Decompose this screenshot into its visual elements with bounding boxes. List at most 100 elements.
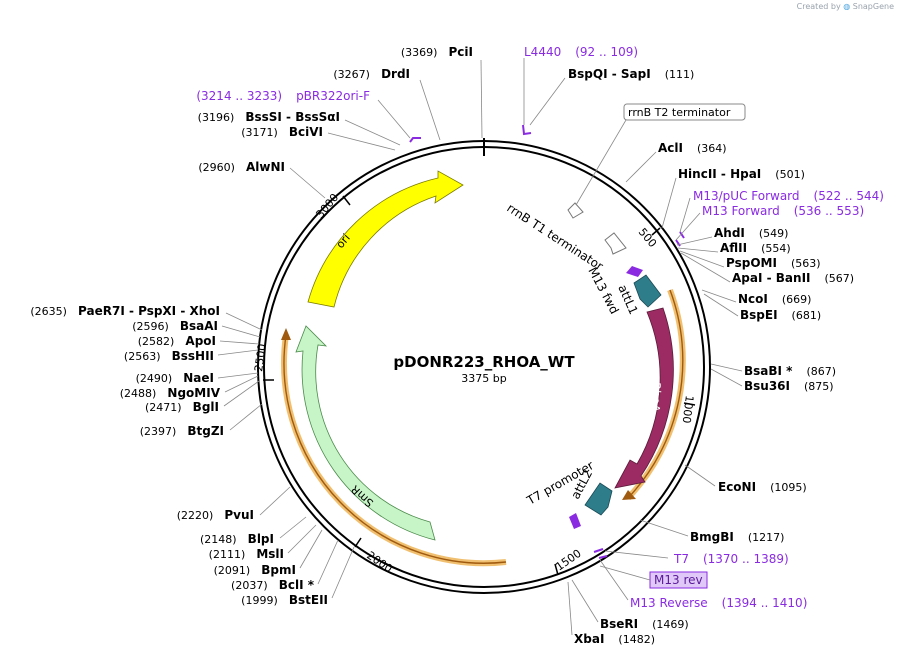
- site-bsshii: BssHII: [172, 349, 214, 363]
- site-apoi: ApoI: [185, 334, 216, 348]
- rhoa-orf-arrowhead: [622, 490, 636, 500]
- site-pcii: PciI: [449, 45, 474, 59]
- site-econi: EcoNI: [718, 480, 756, 494]
- plasmid-name: pDONR223_RHOA_WT: [393, 353, 575, 371]
- primer-l4440: L4440: [524, 45, 561, 59]
- tick-label-2500: 2500: [252, 343, 269, 373]
- feature-m13fwd[interactable]: [626, 266, 643, 277]
- site-pos-bsteii: (1999): [241, 594, 278, 607]
- svg-text:HincII - HpaI(501): HincII - HpaI(501): [678, 167, 805, 181]
- site-ngomiv: NgoMIV: [167, 386, 220, 400]
- svg-text:(3369) PciI: (3369) PciI: [401, 41, 473, 60]
- feature-ori[interactable]: [307, 170, 464, 308]
- coordinate-ticks: [263, 195, 696, 576]
- primer-t7: T7: [673, 552, 689, 566]
- svg-text:(2582) ApoI: (2582) ApoI: [138, 330, 216, 349]
- feature-rrnb-t2[interactable]: [567, 202, 584, 219]
- rrnb-t2-label-box: [623, 103, 746, 121]
- feature-rrnb-t1[interactable]: [604, 232, 627, 255]
- label-m13fwd: M13 fwd: [585, 265, 621, 317]
- svg-text:ApaI - BanII(567): ApaI - BanII(567): [732, 271, 854, 285]
- site-pos-btgzi: (2397): [140, 425, 177, 438]
- site-pos-ncoi: (669): [782, 293, 812, 306]
- primer-markers: [409, 124, 685, 559]
- credit-text: Created by: [796, 2, 841, 11]
- svg-text:(3196) BssSI - BssSαI: (3196) BssSI - BssSαI: [198, 106, 340, 125]
- site-paer7i: PaeR7I - PspXI - XhoI: [78, 304, 220, 318]
- site-ncoi: NcoI: [738, 292, 768, 306]
- site-pos-ahdi: (549): [759, 227, 789, 240]
- feature-rhoa-label: RhoA: [649, 382, 663, 413]
- site-pos-bmgbi: (1217): [748, 531, 785, 544]
- site-bgli: BglI: [193, 400, 219, 414]
- site-pos-ngomiv: (2488): [120, 387, 157, 400]
- svg-text:(2220) PvuI: (2220) PvuI: [177, 504, 254, 523]
- feature-smr[interactable]: [295, 325, 436, 541]
- label-rrnb-t2: rrnB T2 terminator: [628, 106, 731, 119]
- site-alwni: AlwNI: [246, 160, 285, 174]
- svg-text:BseRI(1469): BseRI (1469): [600, 617, 689, 631]
- label-m13rev: M13 rev: [654, 573, 703, 587]
- rhoa-orf-arc-core: [627, 289, 684, 499]
- svg-text:(3171) BciVI: (3171) BciVI: [241, 121, 323, 140]
- site-aflii: AflII: [720, 241, 747, 255]
- primer-m13puc: M13/pUC Forward: [693, 189, 800, 203]
- primers: L4440(92 .. 109) (3214 .. 3233)pBR322ori…: [196, 45, 884, 610]
- feature-t7prom[interactable]: [569, 513, 581, 529]
- smr-orf-arrowhead: [281, 328, 291, 340]
- snapgene-credit: Created by ◍ SnapGene: [797, 2, 894, 11]
- site-hincii: HincII - HpaI: [678, 167, 761, 181]
- svg-text:XbaI(1482): XbaI(1482): [574, 632, 655, 646]
- site-pos-bsssi: (3196): [198, 111, 235, 124]
- svg-text:(1999) BstEII: (1999) BstEII: [241, 589, 328, 608]
- svg-text:(2596) BsaAI: (2596) BsaAI: [132, 315, 218, 334]
- smr-orf-arc-core: [283, 334, 507, 564]
- site-pos-bspei: (681): [792, 309, 822, 322]
- svg-text:(2488) NgoMIV: (2488) NgoMIV: [120, 382, 221, 401]
- svg-text:(2490) NaeI: (2490) NaeI: [136, 367, 214, 386]
- svg-text:PspOMI(563): PspOMI(563): [726, 256, 821, 270]
- site-pos-bsabi: (867): [806, 365, 836, 378]
- svg-text:Bsu36I(875): Bsu36I (875): [744, 379, 834, 393]
- primer-m13rev: M13 Reverse: [630, 596, 708, 610]
- site-drdi: DrdI: [381, 67, 410, 81]
- site-pos-paer7i: (2635): [30, 305, 67, 318]
- sites-right: BspQI - SapI(111) AclI(364) HincII - Hpa…: [529, 67, 854, 646]
- primer-range-m13rev: (1394 .. 1410): [722, 596, 808, 610]
- feature-attl2[interactable]: [584, 482, 613, 516]
- site-ahdi: AhdI: [714, 226, 745, 240]
- site-pos-alwni: (2960): [198, 161, 235, 174]
- svg-text:L4440(92 .. 109): L4440(92 .. 109): [524, 45, 638, 59]
- svg-text:(2397) BtgZI: (2397) BtgZI: [140, 420, 224, 439]
- site-pos-bspqi: (111): [665, 68, 695, 81]
- svg-text:(2635) PaeR7I - PspXI - Xh: (2635) PaeR7I - PspXI - XhoI: [30, 300, 220, 319]
- svg-text:AflII(554): AflII (554): [720, 241, 791, 255]
- svg-text:M13 Forward(536 .. 553): M13 Forward(536 .. 553): [702, 204, 864, 218]
- site-bseri: BseRI: [600, 617, 638, 631]
- site-pos-msli: (2111): [209, 548, 246, 561]
- credit-brand: SnapGene: [852, 2, 894, 11]
- svg-text:AclI(364): AclI(364): [658, 141, 727, 155]
- primer-range-m13fwd: (536 .. 553): [794, 204, 864, 218]
- site-pos-bseri: (1469): [652, 618, 689, 631]
- svg-text:AhdI(549): AhdI (549): [714, 226, 788, 240]
- tick-label-1000: 1000: [680, 395, 696, 424]
- site-bspei: BspEI: [740, 308, 778, 322]
- svg-text:BmgBI(1217): BmgBI(1217): [690, 530, 784, 544]
- site-pos-bgli: (2471): [145, 401, 182, 414]
- site-pos-naei: (2490): [136, 372, 173, 385]
- site-pos-bsu36i: (875): [804, 380, 834, 393]
- site-pos-aflii: (554): [761, 242, 791, 255]
- primer-range-t7: (1370 .. 1389): [703, 552, 789, 566]
- svg-text:(2037) BclI *: (2037) BclI *: [231, 574, 315, 593]
- svg-text:T7(1370 .. 1389): T7 (1370 .. 1389): [673, 552, 789, 566]
- svg-text:(2471) BglI: (2471) BglI: [145, 396, 219, 415]
- feature-attl1[interactable]: [633, 274, 662, 308]
- site-pvui: PvuI: [224, 508, 254, 522]
- plasmid-size: 3375 bp: [461, 372, 506, 385]
- site-btgzi: BtgZI: [187, 424, 224, 438]
- site-bsu36i: Bsu36I: [744, 379, 790, 393]
- feature-rhoa[interactable]: [614, 307, 674, 489]
- svg-text:(2563) BssHII: (2563) BssHII: [124, 345, 214, 364]
- svg-text:(3214 .. 3233)pBR322ori-F: (3214 .. 3233)pBR322ori-F: [196, 89, 370, 103]
